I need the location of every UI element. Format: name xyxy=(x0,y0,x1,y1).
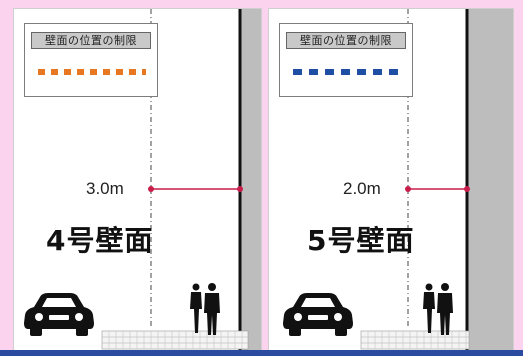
measure-dot-right xyxy=(464,186,470,192)
legend-title: 壁面の位置の制限 xyxy=(31,32,151,49)
distance-label: 2.0m xyxy=(343,179,381,198)
panel-4-drawing xyxy=(24,9,261,353)
building-block xyxy=(467,9,513,353)
sidewalk-paving xyxy=(101,330,249,350)
car-icon xyxy=(24,293,94,336)
pedestrians-icon xyxy=(190,283,220,335)
panel-wall-5: 壁面の位置の制限 2.0m 5号壁面 xyxy=(268,8,514,354)
legend-title: 壁面の位置の制限 xyxy=(286,32,406,49)
bottom-accent-bar xyxy=(0,350,523,356)
legend-blue-dashed-line xyxy=(293,69,401,75)
wall-name: 5号壁面 xyxy=(307,224,415,257)
legend-box: 壁面の位置の制限 xyxy=(24,23,158,97)
sidewalk-paving xyxy=(360,330,470,350)
legend-orange-dashed-line xyxy=(38,69,146,75)
panel-5-drawing xyxy=(283,9,513,353)
measure-dot-right xyxy=(237,186,243,192)
car-icon xyxy=(283,293,353,336)
building-block xyxy=(240,9,261,353)
measure-dot-left xyxy=(148,186,154,192)
legend-box: 壁面の位置の制限 xyxy=(279,23,413,97)
wall-name: 4号壁面 xyxy=(46,224,154,257)
panel-wall-4: 壁面の位置の制限 3.0m 4号壁面 xyxy=(13,8,262,354)
pedestrians-icon xyxy=(423,283,453,335)
distance-label: 3.0m xyxy=(86,179,124,198)
measure-dot-left xyxy=(405,186,411,192)
